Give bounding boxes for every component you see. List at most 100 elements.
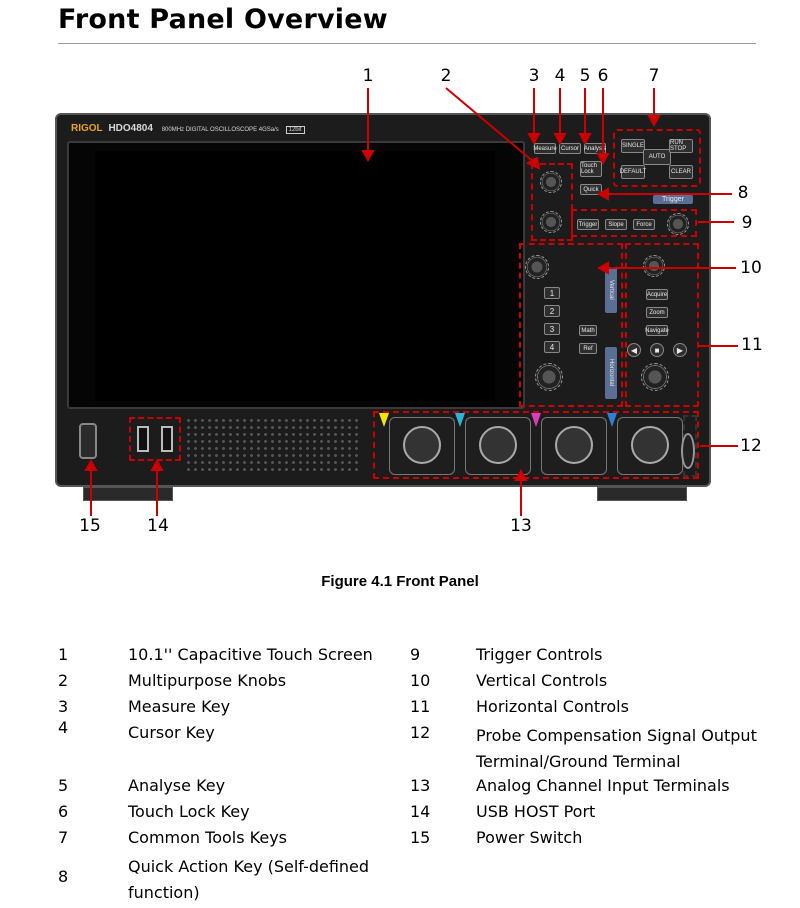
usb-port-2[interactable] bbox=[161, 426, 173, 452]
horizontal-position-knob[interactable] bbox=[643, 255, 665, 277]
callout-10: 10 bbox=[740, 258, 762, 278]
channel-2-key[interactable]: 2 bbox=[544, 305, 560, 317]
legend-number-15: 15 bbox=[410, 828, 431, 847]
vertical-label: Vertical bbox=[605, 267, 617, 313]
legend-number-11: 11 bbox=[410, 697, 431, 716]
slope-key[interactable]: Slope bbox=[605, 219, 627, 230]
channel-1-input[interactable] bbox=[389, 417, 455, 475]
callout-5: 5 bbox=[579, 66, 591, 86]
callout-13: 13 bbox=[510, 516, 532, 536]
channel-3-input[interactable] bbox=[541, 417, 607, 475]
page-title: Front Panel Overview bbox=[58, 4, 388, 35]
legend-label-1: 10.1'' Capacitive Touch Screen bbox=[128, 645, 373, 664]
navigate-key[interactable]: Navigate bbox=[645, 325, 669, 336]
model-number: HDO4804 bbox=[108, 123, 153, 134]
channel-3-key[interactable]: 3 bbox=[544, 323, 560, 335]
callout-15: 15 bbox=[79, 516, 101, 536]
legend-label-7: Common Tools Keys bbox=[128, 828, 287, 847]
legend-number-4: 4 bbox=[58, 718, 69, 737]
acquire-key[interactable]: Acquire bbox=[646, 289, 668, 300]
clear-key[interactable]: CLEAR bbox=[669, 165, 693, 179]
callout-9: 9 bbox=[741, 213, 753, 233]
legend-number-2: 2 bbox=[58, 671, 69, 690]
callout-14: 14 bbox=[147, 516, 169, 536]
measure-key[interactable]: Measure bbox=[533, 143, 557, 154]
trigger-controls-highlight bbox=[571, 209, 697, 237]
legend-label-4: Cursor Key bbox=[128, 723, 215, 742]
legend-number-6: 6 bbox=[58, 802, 69, 821]
oscilloscope-front-panel: RIGOL HDO4804 800MHz DIGITAL OSCILLOSCOP… bbox=[55, 113, 711, 501]
legend-label-14: USB HOST Port bbox=[476, 802, 596, 821]
auto-key[interactable]: AUTO bbox=[643, 149, 671, 165]
single-key[interactable]: SINGLE bbox=[621, 139, 645, 153]
legend-number-13: 13 bbox=[410, 776, 431, 795]
legend-number-9: 9 bbox=[410, 645, 421, 664]
trigger-level-knob[interactable] bbox=[667, 213, 689, 235]
legend-number-10: 10 bbox=[410, 671, 431, 690]
legend-number-3: 3 bbox=[58, 697, 69, 716]
legend-label-11: Horizontal Controls bbox=[476, 697, 629, 716]
legend-label-2: Multipurpose Knobs bbox=[128, 671, 287, 690]
callout-3: 3 bbox=[528, 66, 540, 86]
horizontal-label: Horizontal bbox=[605, 347, 617, 399]
cursor-key[interactable]: Cursor bbox=[559, 143, 581, 154]
channel-4-tag bbox=[607, 413, 617, 427]
analysis-key[interactable]: Analysis bbox=[584, 143, 606, 154]
multipurpose-knob-a[interactable] bbox=[540, 171, 562, 193]
brand-logo: RIGOL bbox=[71, 123, 103, 134]
horizontal-controls-highlight bbox=[625, 243, 699, 407]
speaker-grille bbox=[185, 417, 361, 475]
trigger-title: Trigger bbox=[653, 195, 693, 204]
zoom-key[interactable]: Zoom bbox=[646, 307, 668, 318]
multipurpose-knobs-highlight bbox=[531, 163, 573, 241]
quick-key[interactable]: Quick bbox=[580, 184, 602, 195]
legend-label-10: Vertical Controls bbox=[476, 671, 608, 690]
run-stop-key[interactable]: RUN STOP bbox=[669, 139, 693, 153]
vertical-position-knob[interactable] bbox=[525, 255, 549, 279]
title-divider bbox=[58, 43, 756, 44]
legend-number-12: 12 bbox=[410, 723, 431, 742]
probe-compensation-terminal[interactable] bbox=[681, 433, 695, 469]
force-key[interactable]: Force bbox=[633, 219, 655, 230]
legend-label-5: Analyse Key bbox=[128, 776, 226, 795]
screen-display-area[interactable] bbox=[95, 151, 495, 401]
stop-icon[interactable]: ■ bbox=[650, 343, 664, 357]
trigger-key[interactable]: Trigger bbox=[577, 219, 599, 230]
touch-screen[interactable] bbox=[67, 141, 525, 409]
bit-badge: 12bit bbox=[285, 126, 305, 134]
legend-label-12: Probe Compensation Signal Output Termina… bbox=[476, 726, 757, 771]
legend-label-9: Trigger Controls bbox=[476, 645, 603, 664]
channel-2-input[interactable] bbox=[465, 417, 531, 475]
channel-2-tag bbox=[455, 413, 465, 427]
channel-4-key[interactable]: 4 bbox=[544, 341, 560, 353]
legend-number-7: 7 bbox=[58, 828, 69, 847]
vertical-controls-highlight bbox=[519, 243, 623, 407]
right-foot bbox=[597, 487, 687, 501]
power-switch[interactable] bbox=[79, 423, 97, 459]
vertical-scale-knob[interactable] bbox=[535, 363, 563, 391]
left-foot bbox=[83, 487, 173, 501]
legend-number-5: 5 bbox=[58, 776, 69, 795]
channel-3-tag bbox=[531, 413, 541, 427]
spec-text: 800MHz DIGITAL OSCILLOSCOPE 4GSa/s bbox=[161, 127, 279, 133]
legend-label-15: Power Switch bbox=[476, 828, 583, 847]
play-reverse-icon[interactable]: ◀ bbox=[627, 343, 641, 357]
callout-12: 12 bbox=[740, 436, 762, 456]
figure-caption: Figure 4.1 Front Panel bbox=[321, 573, 479, 590]
callout-8: 8 bbox=[737, 183, 749, 203]
multipurpose-knob-b[interactable] bbox=[540, 211, 562, 233]
callout-2: 2 bbox=[440, 66, 452, 86]
horizontal-scale-knob[interactable] bbox=[641, 363, 669, 391]
channel-4-input[interactable] bbox=[617, 417, 683, 475]
play-forward-icon[interactable]: ▶ bbox=[673, 343, 687, 357]
default-key[interactable]: DEFAULT bbox=[620, 165, 646, 179]
callout-4: 4 bbox=[554, 66, 566, 86]
ref-key[interactable]: Ref bbox=[579, 343, 597, 354]
math-key[interactable]: Math bbox=[579, 325, 597, 336]
usb-port-1[interactable] bbox=[137, 426, 149, 452]
legend-label-3: Measure Key bbox=[128, 697, 231, 716]
legend-label-6: Touch Lock Key bbox=[128, 802, 250, 821]
legend-label-8: Quick Action Key (Self-defined function) bbox=[128, 857, 370, 902]
channel-1-key[interactable]: 1 bbox=[544, 287, 560, 299]
touch-lock-key[interactable]: Touch Lock bbox=[580, 161, 602, 177]
